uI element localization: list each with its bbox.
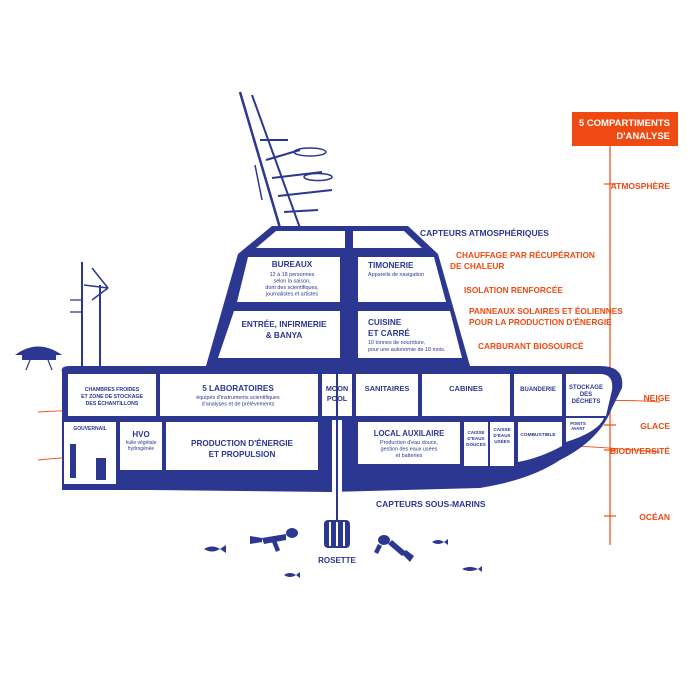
room-bureaux-desc-2: selon la saison, [273, 279, 311, 285]
room-production-title-1: PRODUCTION D'ÉNERGIE [191, 438, 294, 448]
room-caisse-usees-bg [490, 422, 514, 466]
room-buanderie-bg [514, 374, 562, 416]
room-hvo-desc-2: hydrogénée [128, 446, 155, 452]
room-caisse-douces-bg [464, 422, 488, 466]
room-combustible-bg [518, 422, 562, 462]
room-cuisine-title-1: CUISINE [368, 318, 402, 327]
room-sanitaires-bg [356, 374, 418, 416]
room-local-desc-3: et batteries [396, 453, 423, 459]
room-entree-title-1: ENTRÉE, INFIRMERIE [241, 319, 327, 329]
legend-title-line1: 5 COMPARTIMENTS [579, 118, 670, 129]
room-timonerie-bg [358, 257, 446, 302]
room-bureaux-bg [237, 257, 340, 302]
room-local-desc-2: gestion des eaux usées [381, 447, 438, 453]
callout-isolation: ISOLATION RENFORCÉE [464, 285, 563, 295]
room-stockage-title-3: DÉCHETS [572, 397, 601, 405]
room-labs-bg [160, 374, 318, 416]
room-caisse-douces-title-3: DOUCES [466, 442, 486, 447]
callout-chauffage-2: DE CHALEUR [450, 261, 504, 271]
room-gouvernail-title: GOUVERNAIL [73, 426, 106, 432]
legend-title-box [572, 112, 678, 146]
room-hvo-desc-1: huile végétale [126, 440, 157, 446]
room-hvo-title: HVO [132, 430, 149, 439]
room-production-title-2: ET PROPULSION [209, 450, 276, 459]
room-points-avant-title-1: POINTS [570, 421, 586, 426]
room-stockage-bg [566, 374, 613, 416]
callout-carburant: CARBURANT BIOSOURCÉ [478, 341, 584, 351]
room-local-bg [358, 422, 460, 464]
room-chambres-title-2: ET ZONE DE STOCKAGE [81, 394, 143, 400]
room-bureaux-title: BUREAUX [272, 260, 313, 269]
zone-biodiversite: BIODIVERSITÉ [610, 446, 670, 456]
room-cabines-title: CABINES [449, 384, 483, 393]
room-cabines-bg [422, 374, 510, 416]
callout-capteurs-sous-marins: CAPTEURS SOUS-MARINS [376, 499, 486, 509]
diver-left [250, 528, 298, 552]
room-production-bg [166, 422, 318, 470]
room-bureaux-desc-1: 12 à 18 personnes [270, 272, 315, 278]
room-labs-desc-2: d'analyses et de prélèvements [202, 402, 275, 408]
room-sanitaires-title: SANITAIRES [365, 384, 410, 393]
analysis-legend: 5 COMPARTIMENTS D'ANALYSE ATMOSPHÈRE NEI… [572, 112, 678, 545]
fish-group [204, 539, 482, 578]
zone-neige: NEIGE [644, 393, 671, 403]
room-chambres-title-3: DES ÉCHANTILLONS [86, 399, 139, 407]
callout-capteurs-atmo: CAPTEURS ATMOSPHÉRIQUES [420, 228, 549, 238]
room-bureaux-desc-4: journalistes et artistes [265, 292, 318, 298]
room-entree-title-2: & BANYA [266, 331, 303, 340]
room-cuisine-title-2: ET CARRÉ [368, 328, 410, 338]
callout-panneaux-1: PANNEAUX SOLAIRES ET ÉOLIENNES [469, 306, 623, 316]
room-chambres-title-1: CHAMBRES FROIDES [85, 387, 140, 393]
mast [238, 91, 333, 229]
room-stockage-title-2: DES [580, 392, 592, 398]
room-entree-bg [218, 311, 340, 358]
legend-title-line2: D'ANALYSE [616, 131, 670, 142]
wind-turbine [70, 262, 109, 372]
room-caisse-usees-title-3: USÉES [494, 437, 510, 444]
room-timonerie-title: TIMONERIE [368, 261, 414, 270]
room-caisse-douces-title-1: CAISSE [467, 430, 484, 435]
rosette [324, 492, 350, 548]
room-local-desc-1: Production d'eau douce, [380, 440, 438, 446]
room-chambres-bg [68, 374, 156, 416]
room-local-title: LOCAL AUXILAIRE [374, 429, 445, 438]
room-moonpool-title-2: POOL [327, 394, 348, 403]
room-combustible-title: COMBUSTIBLE [520, 432, 556, 438]
radar-dome [15, 346, 62, 371]
room-caisse-usees-title-2: D'EAUX [493, 433, 511, 438]
room-bureaux-desc-3: dont des scientifiques, [265, 285, 319, 291]
room-caisse-usees-title-1: CAISSE [493, 427, 510, 432]
room-cuisine-desc-1: 10 tonnes de nourriture, [368, 340, 426, 346]
room-points-avant-title-2: AVANT [571, 426, 585, 431]
zone-glace: GLACE [640, 421, 670, 431]
callout-panneaux-2: POUR LA PRODUCTION D'ÉNERGIE [469, 317, 612, 327]
room-labs-title: 5 LABORATOIRES [202, 384, 274, 393]
room-cuisine-bg [358, 311, 462, 358]
callout-rosette: ROSETTE [318, 556, 356, 565]
room-hvo-bg [120, 422, 162, 470]
room-caisse-douces-title-2: D'EAUX [467, 436, 485, 441]
room-buanderie-title: BUANDERIE [520, 387, 556, 393]
room-points-avant-bg [566, 418, 604, 442]
zone-atmosphere: ATMOSPHÈRE [611, 181, 671, 191]
diver-right [374, 535, 414, 562]
superstructure [206, 226, 470, 366]
room-timonerie-desc: Appareils de navigation [368, 272, 424, 278]
room-labs-desc-1: équipés d'instruments scientifiques [196, 395, 280, 401]
callout-chauffage-1: CHAUFFAGE PAR RÉCUPÉRATION [456, 250, 595, 260]
zone-ocean: OCÉAN [639, 512, 670, 522]
room-moonpool-title-1: MOON [326, 384, 348, 393]
room-cuisine-desc-2: pour une autonomie de 18 mois. [368, 347, 445, 353]
room-stockage-title-1: STOCKAGE [569, 385, 603, 391]
